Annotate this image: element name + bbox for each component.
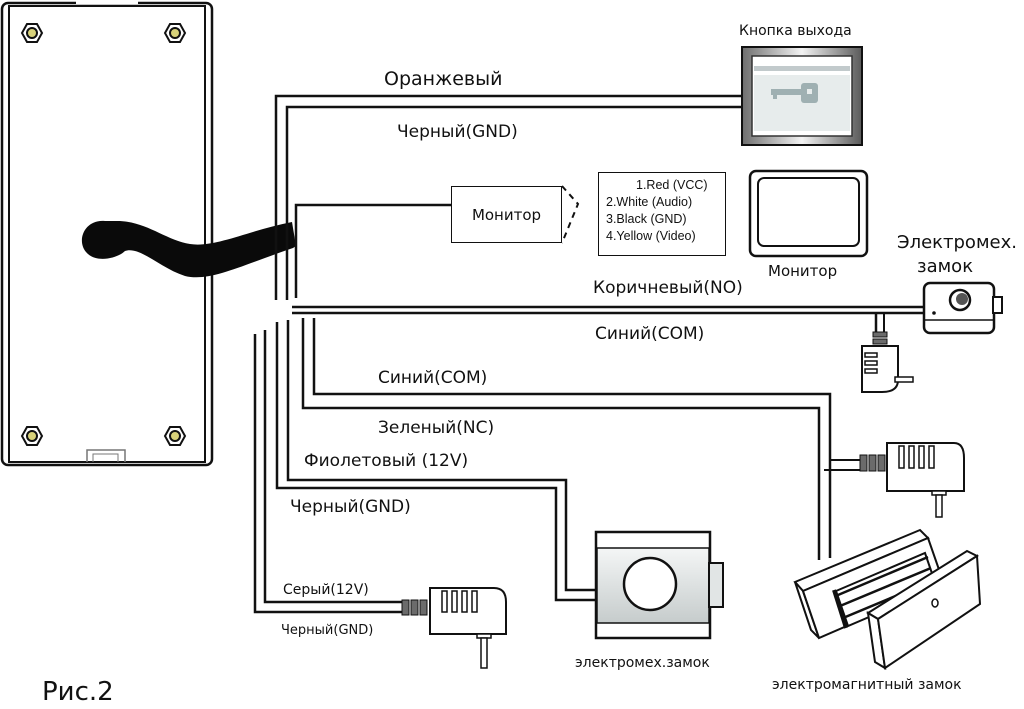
wire-black-gnd-exit [285,105,742,300]
screw-icon [163,426,187,446]
electromech-lock-top-label-2: замок [917,256,974,277]
wire-orange [274,94,742,300]
electromech-lock-bottom-icon [594,530,724,640]
wire-black-gnd-power [253,334,402,614]
pinout-item: 1.Red (VCC) [636,178,708,192]
wire-blue-com-2 [312,318,832,558]
monitor-pinout-legend: 1.Red (VCC) 2.White (Audio) 3.Black (GND… [598,172,726,256]
pinout-item: 2.White (Audio) [606,195,693,209]
wire-label-brown-no: Коричневый(NO) [593,278,743,298]
screw-icon [20,23,44,43]
electromech-lock-bottom-label: электромех.замок [575,655,710,671]
figure-caption: Рис.2 [42,677,114,707]
electromech-lock-top-icon [922,281,1003,335]
monitor-block: Монитор [451,186,562,243]
key-icon [771,83,818,103]
electromagnetic-lock-label: электромагнитный замок [772,677,962,693]
screw-icon [163,23,187,43]
wire-label-orange: Оранжевый [384,68,503,90]
wire-label-green-nc: Зеленый(NC) [378,418,495,438]
electromagnetic-lock-icon [793,528,982,670]
wire-label-black-gnd-lock: Черный(GND) [290,497,411,517]
wire-monitor [294,203,451,298]
pinout-item: 3.Black (GND) [606,212,687,226]
wire-black-gnd-lock [275,322,596,602]
exit-button-icon [741,46,863,146]
monitor-block-label: Монитор [471,205,542,224]
electromech-lock-top-label-1: Электромех. [897,232,1017,253]
wire-gray-12v [263,330,402,604]
cable-bundle [81,220,296,278]
wire-violet-12v [286,320,596,592]
exit-button-label: Кнопка выхода [739,23,852,39]
monitor-device-label: Монитор [768,262,838,280]
wire-label-gray-12v: Серый(12V) [283,582,369,598]
connector-dashed [561,185,580,244]
power-plug-bottom-icon [401,587,507,669]
pinout-item: 4.Yellow (Video) [606,229,696,243]
wire-label-violet-12v: Фиолетовый (12V) [304,451,469,471]
screw-icon [20,426,44,446]
monitor-icon [748,169,869,258]
wire-label-black-gnd-power: Черный(GND) [281,623,374,638]
wire-label-blue-com-1: Синий(COM) [595,324,705,344]
power-plug-small-icon [861,331,914,393]
wires [253,94,928,614]
wire-label-black-gnd-exit: Черный(GND) [397,122,518,142]
wire-green-nc [301,318,821,560]
wire-label-blue-com-2: Синий(COM) [378,368,488,388]
power-plug-maglock-icon [859,442,965,518]
